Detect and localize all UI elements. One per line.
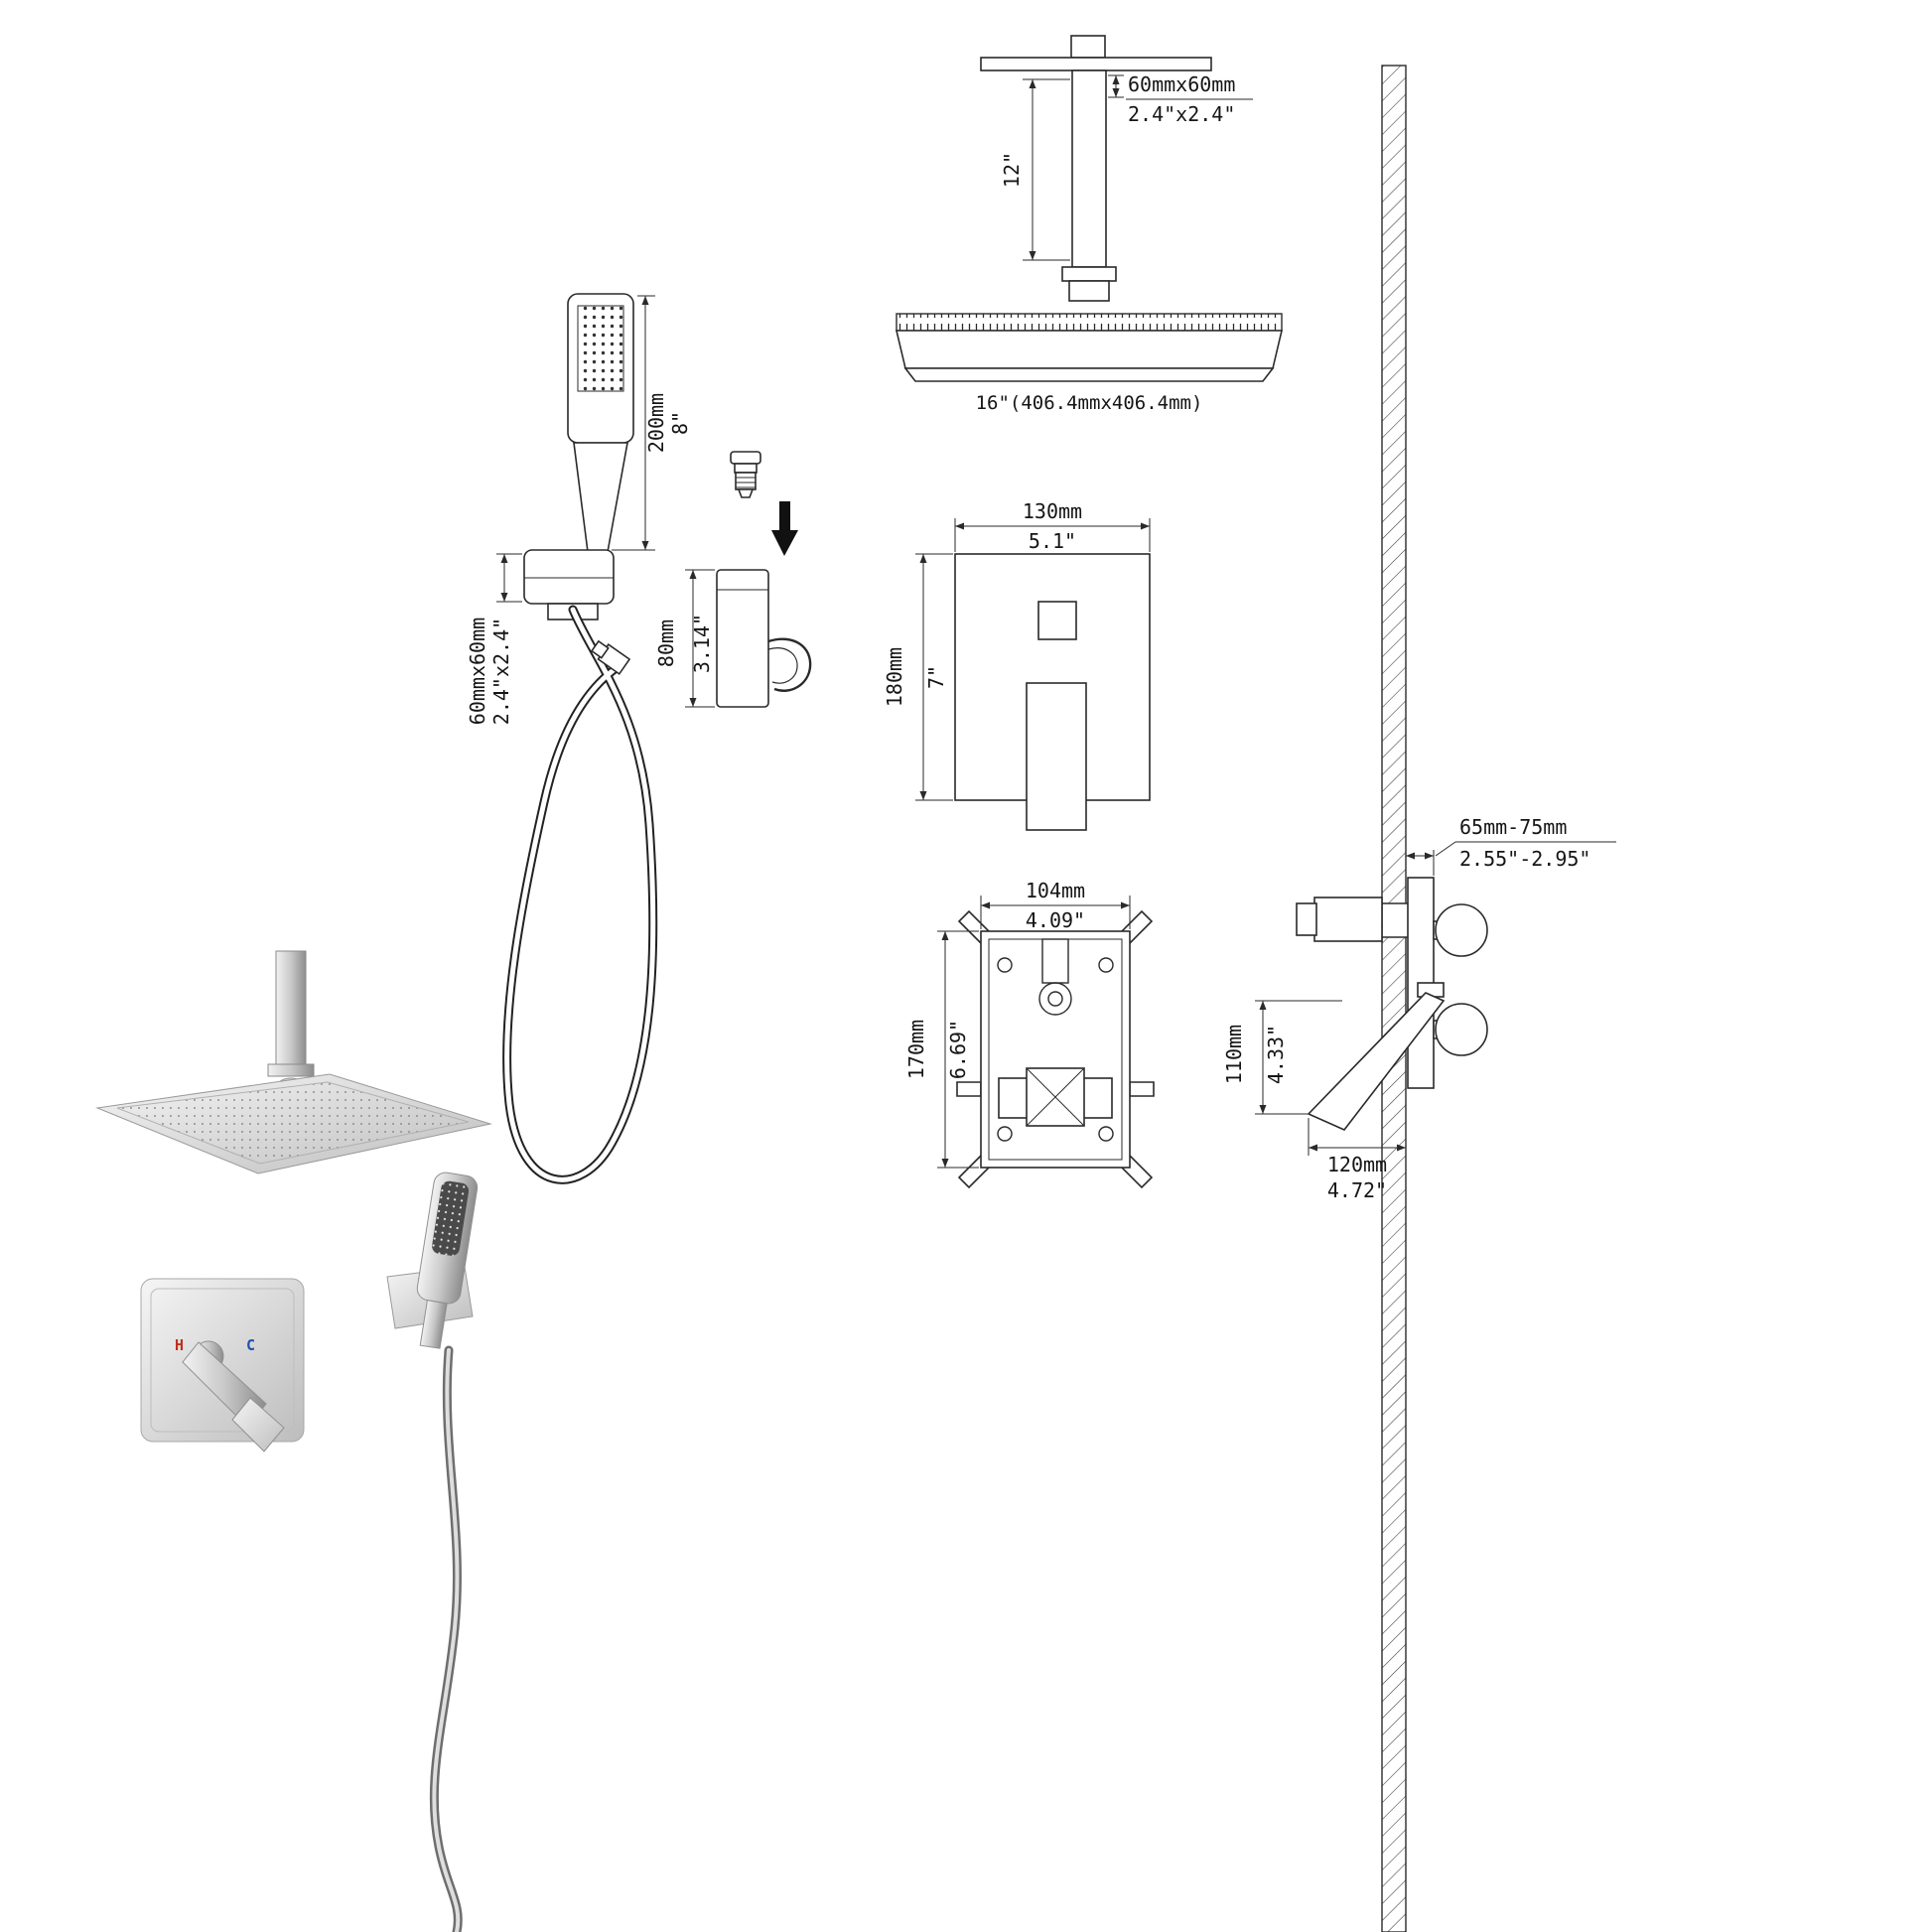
dim-valve-height-in: 6.69" (946, 1020, 970, 1079)
ceiling-plate (980, 57, 1212, 71)
dim-valve-width-in: 4.09" (1026, 908, 1085, 932)
dim-depth-mm: 65mm-75mm (1459, 815, 1567, 839)
screw-hole (997, 1126, 1013, 1142)
shower-arm (1071, 69, 1107, 268)
trim-plate-render: H C (140, 1278, 305, 1452)
dim-holder-height-mm: 80mm (654, 620, 678, 667)
dim-valve-width-mm: 104mm (1026, 879, 1085, 902)
valve-port-center (1047, 991, 1063, 1007)
hot-indicator: H (175, 1336, 184, 1354)
screw-hole (1098, 1126, 1114, 1142)
wand-spray-face (577, 305, 624, 392)
fitting-nut (590, 639, 610, 659)
head-lip (903, 367, 1275, 382)
arm-connector (1068, 280, 1110, 302)
connector-collar (734, 463, 758, 474)
connector-thread (735, 472, 757, 490)
dim-trim-height-in: 7" (924, 665, 948, 689)
arm-flange (1061, 266, 1117, 282)
lever-handle-side (1307, 992, 1446, 1131)
cartridge-diagonal (1026, 1067, 1085, 1127)
head-nozzle-band (896, 313, 1283, 332)
connector-tip (737, 488, 755, 498)
dim-trim-width-in: 5.1" (1029, 529, 1076, 553)
handheld-render (386, 1172, 479, 1932)
inwall-knob (1296, 902, 1317, 936)
insert-arrow-head (771, 530, 798, 556)
head-body (895, 330, 1284, 369)
dim-handle-height-mm: 110mm (1222, 1025, 1246, 1084)
diverter-button (1037, 601, 1077, 640)
insert-arrow-shaft (779, 501, 790, 531)
control-knob (1435, 903, 1488, 957)
dim-head-size: 16"(406.4mmx406.4mm) (976, 392, 1203, 414)
mount-tab (956, 1081, 982, 1097)
arm-top-nut (1070, 35, 1106, 59)
dim-handle-length-in: 4.72" (1327, 1178, 1387, 1202)
dim-depth-in: 2.55"-2.95" (1459, 847, 1590, 871)
leader-line (1435, 841, 1456, 857)
cold-indicator: C (246, 1336, 255, 1354)
connector-cap (730, 451, 761, 465)
dim-bracket-size-mm: 60mmx60mm (466, 618, 489, 725)
render-hose-inner (432, 1348, 461, 1932)
render-wand-face-dots (432, 1180, 470, 1256)
shower-hose-inner (504, 607, 656, 1182)
control-knob (1435, 1003, 1488, 1056)
holder-view: 80mm 3.14" (654, 451, 812, 708)
ceiling-shower-render (95, 950, 492, 1174)
wand-handle (573, 442, 628, 553)
dim-arm-size-in: 2.4"x2.4" (1128, 102, 1235, 126)
valve-side-view: 65mm-75mm 2.55"-2.95" 110mm 4.33" 120mm … (1222, 815, 1616, 1202)
wall-hatched-strip (1381, 65, 1407, 1932)
mount-tab (1129, 1081, 1155, 1097)
handheld-shower-view: 200mm 8" 60mmx60mm 2.4"x2.4" (466, 293, 692, 1184)
holder-hook (767, 637, 812, 692)
wall-section (1381, 65, 1407, 1932)
ceiling-arm-view: 60mmx60mm 2.4"x2.4" 12" (980, 35, 1253, 302)
render-arm (275, 950, 307, 1067)
valve-port (1038, 982, 1072, 1016)
rough-in-valve-view: 104mm 4.09" 170mm 6.69" (904, 879, 1155, 1189)
dim-bracket-size-in: 2.4"x2.4" (489, 618, 513, 725)
holder-hook-inner (767, 647, 798, 684)
wall-bracket (523, 549, 615, 605)
wall-penetration (1383, 903, 1407, 937)
dim-trim-width-mm: 130mm (1023, 499, 1082, 523)
inwall-body (1313, 897, 1383, 942)
dim-trim-height-mm: 180mm (883, 647, 906, 707)
trim-plate-front-view: 130mm 5.1" 180mm 7" (883, 499, 1151, 831)
valve-box (980, 930, 1131, 1169)
screw-hole (997, 957, 1013, 973)
dim-wand-length-in: 8" (668, 411, 692, 435)
rain-head-view: 16"(406.4mmx406.4mm) (895, 313, 1284, 414)
render-head-face (116, 1081, 470, 1165)
holder-body (716, 569, 769, 708)
dim-valve-height-mm: 170mm (904, 1020, 928, 1079)
render-trim-plate-inner (150, 1288, 295, 1433)
dim-arm-length-in: 12" (1000, 152, 1024, 188)
hose-end-fitting (590, 639, 631, 675)
screw-hole (1098, 957, 1114, 973)
dim-handle-length-mm: 120mm (1327, 1153, 1387, 1176)
render-lever-knob (231, 1397, 285, 1452)
render-wand-neck (419, 1300, 448, 1349)
dim-holder-height-in: 3.14" (690, 614, 714, 673)
render-arm-nut (267, 1063, 315, 1077)
dim-arm-size-mm: 60mmx60mm (1128, 72, 1235, 96)
trim-handle (1026, 682, 1087, 831)
render-wand (416, 1172, 479, 1349)
dim-wand-length-mm: 200mm (644, 393, 668, 453)
dim-handle-height-in: 4.33" (1264, 1025, 1288, 1084)
